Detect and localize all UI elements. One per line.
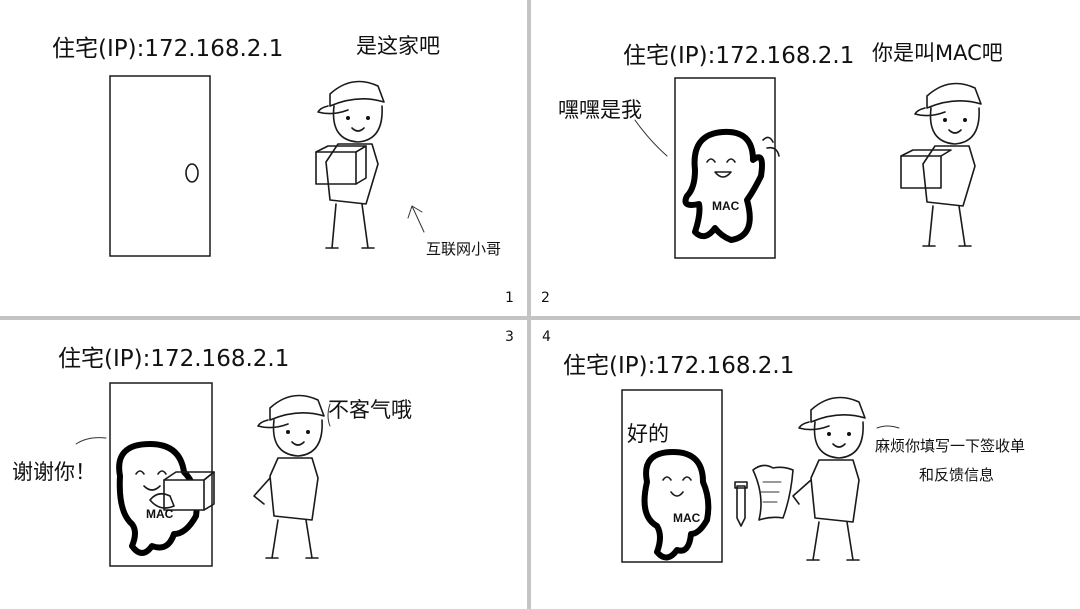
address-label: 住宅(IP):172.168.2.1 [52, 36, 284, 62]
courier-speech: 是这家吧 [356, 34, 440, 58]
mac-label: MAC [146, 507, 174, 521]
address-label: 住宅(IP):172.168.2.1 [623, 43, 855, 69]
address-label: 住宅(IP):172.168.2.1 [563, 353, 795, 379]
door-icon [621, 389, 723, 563]
panel-divider-horizontal [0, 316, 1080, 320]
panel-3: 住宅(IP):172.168.2.1 不客气哦 谢谢你！ 3 MAC [0, 320, 527, 609]
panel-3-drawing: MAC [75, 382, 331, 567]
panel-divider-vertical [527, 0, 531, 609]
door-icon [109, 75, 211, 257]
panel-4: 住宅(IP):172.168.2.1 好的 麻烦你填写一下签收单 和反馈信息 4… [531, 320, 1080, 609]
courier-icon [253, 394, 325, 559]
speech-tail-icon [876, 425, 900, 429]
courier-speech: 你是叫MAC吧 [872, 41, 1003, 65]
panel-1-drawing [109, 75, 425, 257]
panel-2-drawing: MAC [634, 77, 982, 259]
panel-1: 住宅(IP):172.168.2.1 是这家吧 互联网小哥 1 [0, 0, 527, 316]
package-icon [149, 471, 215, 511]
mac-label: MAC [673, 511, 701, 525]
courier-speech-line-2: 和反馈信息 [919, 466, 995, 484]
mac-label: MAC [712, 199, 740, 213]
panel-number: 2 [541, 290, 550, 306]
mac-speech: 好的 [627, 422, 669, 446]
courier-speech: 不客气哦 [328, 398, 412, 422]
courier-speech-line-1: 麻烦你填写一下签收单 [875, 437, 1026, 455]
speech-tail-icon [634, 119, 668, 157]
panel-2: 住宅(IP):172.168.2.1 你是叫MAC吧 嘿嘿是我 2 MAC [531, 0, 1080, 316]
pointer-arrow-icon [407, 205, 425, 233]
mac-character-icon [641, 449, 712, 561]
mac-speech: 嘿嘿是我 [558, 98, 642, 122]
courier-icon [900, 82, 982, 247]
pen-icon [734, 481, 748, 527]
address-label: 住宅(IP):172.168.2.1 [58, 346, 290, 372]
mac-speech: 谢谢你！ [12, 460, 96, 484]
paper-scroll-icon [752, 464, 794, 521]
courier-caption: 互联网小哥 [426, 240, 502, 258]
panel-number: 4 [542, 329, 551, 345]
speech-tail-icon [327, 403, 331, 427]
panel-4-drawing: MAC [621, 389, 900, 563]
courier-icon [792, 396, 866, 561]
speech-tail-icon [75, 437, 107, 445]
mac-character-icon [682, 128, 780, 243]
panel-number: 3 [505, 329, 514, 345]
panel-number: 1 [505, 290, 514, 306]
courier-icon [315, 80, 385, 249]
door-icon [674, 77, 776, 259]
